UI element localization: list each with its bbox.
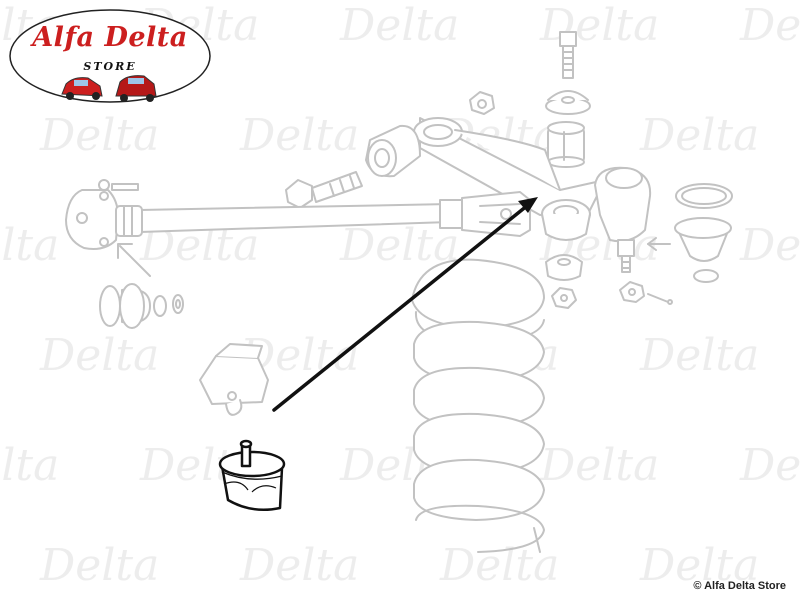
- lower-nuts: [545, 254, 673, 309]
- watermark-text: Delta: [39, 330, 159, 381]
- dust-boot: [647, 183, 733, 283]
- long-bolt: [285, 171, 363, 209]
- watermark-text: Delta: [0, 440, 59, 491]
- car-icon-left: [61, 77, 103, 100]
- watermark-text: Delta: [739, 0, 800, 51]
- bump-stop-upper: [545, 90, 591, 115]
- watermark-text: Delta: [739, 220, 800, 271]
- guide-arrow: [117, 243, 151, 277]
- tie-rod: [139, 191, 531, 237]
- watermark-text: Delta: [639, 110, 759, 161]
- mid-bushing: [365, 124, 421, 178]
- pivot-bushing-set: [99, 283, 184, 329]
- top-bolt: [559, 31, 577, 79]
- highlighted-bump-stop: [218, 439, 286, 511]
- watermark-text: Delta: [39, 110, 159, 161]
- ball-joint: [594, 166, 652, 273]
- watermark-text: Delta: [39, 540, 159, 591]
- car-icon-right: [115, 75, 157, 102]
- suspension-assembly: [65, 31, 733, 553]
- watermark-text: Delta: [539, 440, 659, 491]
- upper-bushing: [547, 121, 585, 168]
- inner-pivot: [541, 199, 591, 241]
- brand-logo: Alfa Delta STORE: [8, 8, 212, 104]
- watermark-text: Delta: [639, 330, 759, 381]
- watermark-text: Delta: [0, 220, 59, 271]
- copyright-notice: © Alfa Delta Store: [693, 580, 786, 592]
- upper-nut: [469, 91, 495, 115]
- brand-name: Alfa Delta: [32, 22, 188, 53]
- watermark-text: Delta: [239, 110, 359, 161]
- brand-tagline: STORE: [83, 60, 137, 73]
- pointer-arrow: [272, 197, 538, 412]
- tie-rod-end: [65, 179, 143, 250]
- watermark-text: Delta: [239, 540, 359, 591]
- watermark-text: Delta: [739, 440, 800, 491]
- watermark-text: Delta: [439, 540, 559, 591]
- rubber-pad-alt: [199, 343, 269, 416]
- watermark-text: Delta: [639, 540, 759, 591]
- coil-spring: [411, 258, 545, 553]
- upper-a-arm: [413, 117, 606, 216]
- watermark-text: Delta: [339, 0, 459, 51]
- watermark-text: Delta: [539, 0, 659, 51]
